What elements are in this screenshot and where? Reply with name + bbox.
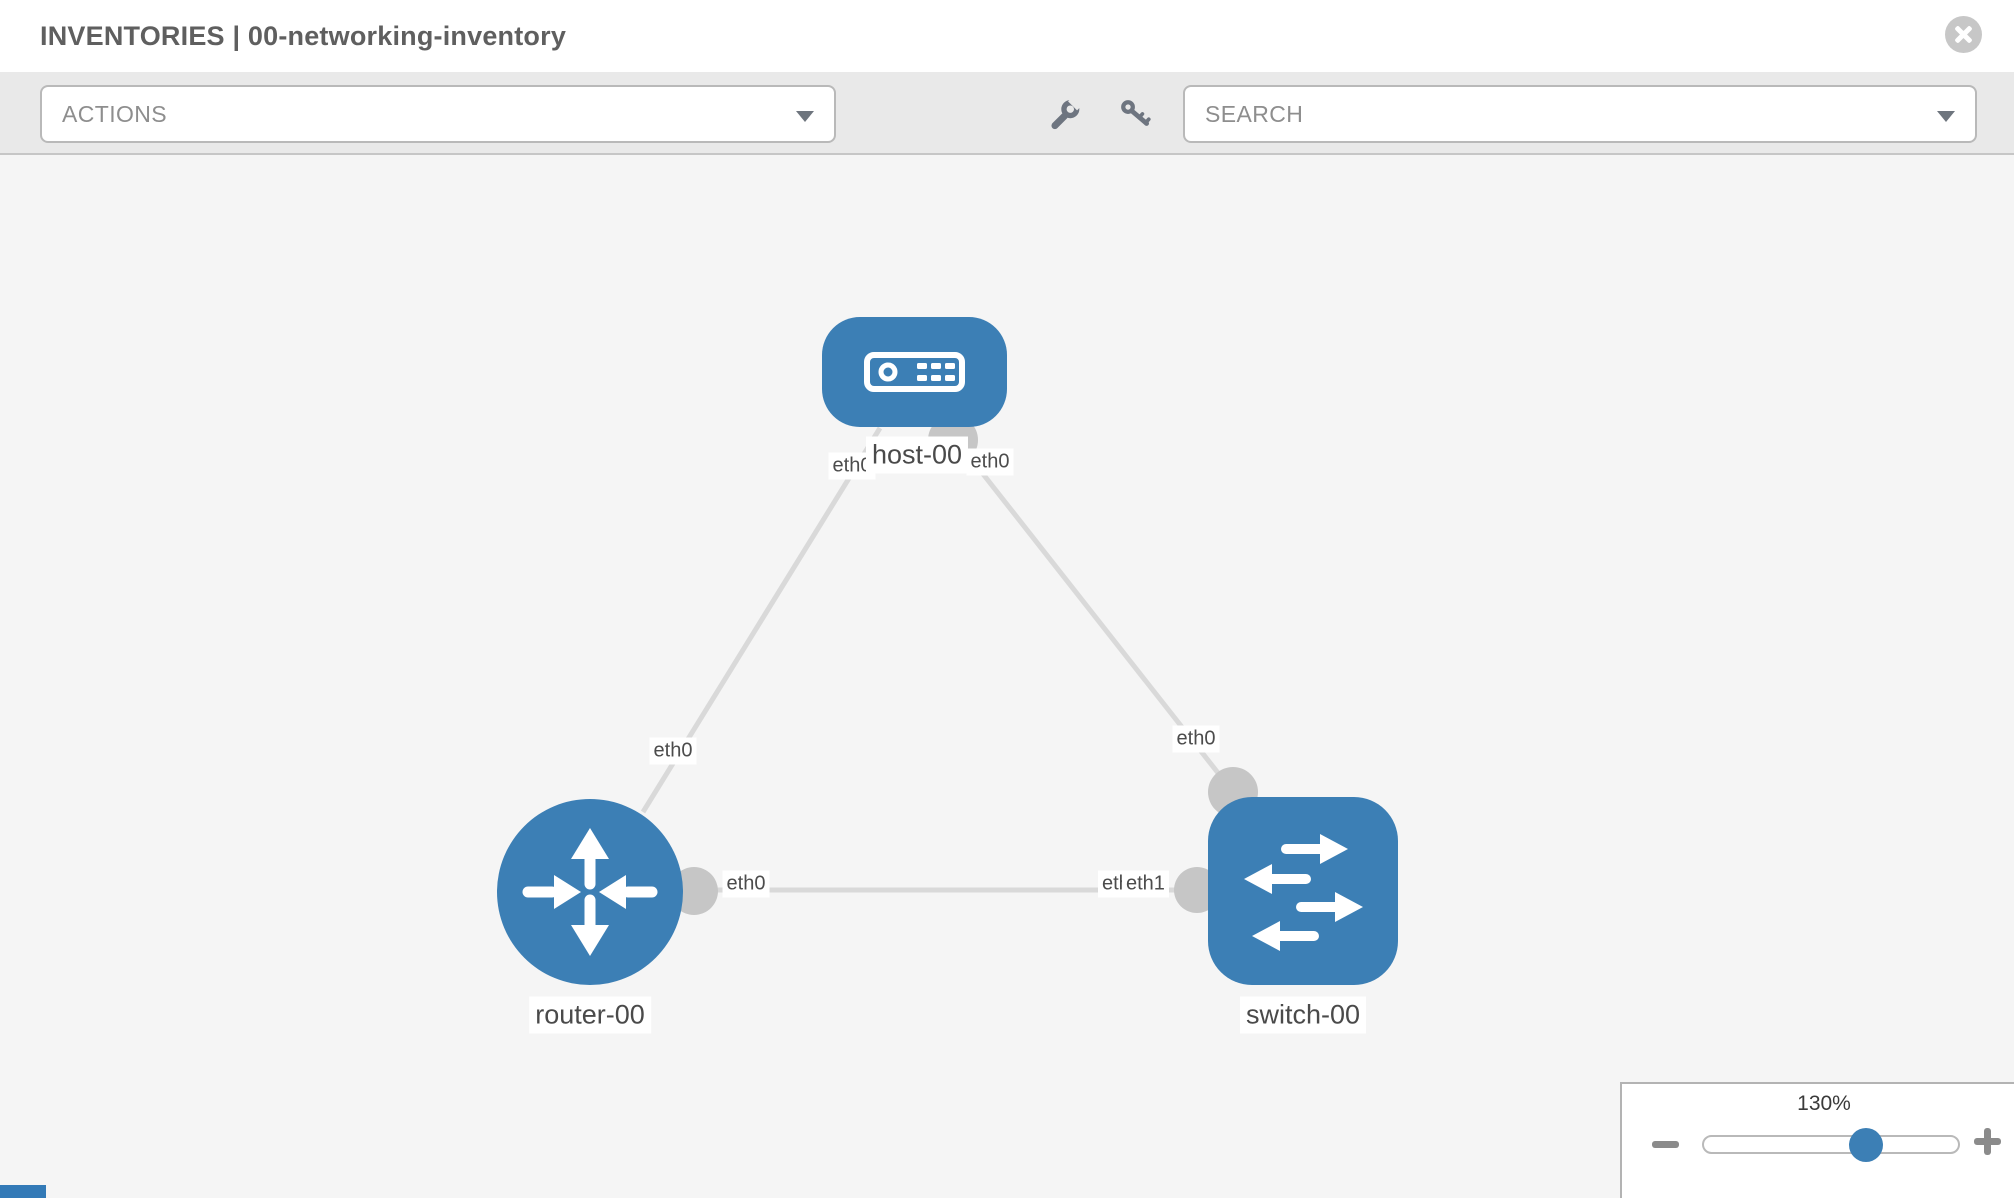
zoom-slider-handle[interactable] xyxy=(1849,1128,1883,1162)
zoom-slider[interactable] xyxy=(1702,1128,1960,1162)
plus-icon-bar xyxy=(1984,1128,1991,1155)
node-label-router[interactable]: router-00 xyxy=(529,996,651,1034)
router-icon xyxy=(522,828,658,956)
page-title: INVENTORIES | 00-networking-inventory xyxy=(40,21,567,51)
interface-label[interactable]: eth1 xyxy=(1122,870,1169,898)
topology-graph xyxy=(497,317,1398,985)
toolbar: ACTIONS SEARCH xyxy=(0,72,2014,155)
zoom-level-value: 130% xyxy=(1797,1092,1851,1115)
search-dropdown[interactable]: SEARCH xyxy=(1183,85,1977,143)
topology-canvas[interactable]: eth0 eth0 eth0 eth0 eth0 eth0 eth1 host-… xyxy=(0,155,2014,1198)
switch-icon xyxy=(1244,834,1363,951)
node-label-host[interactable]: host-00 xyxy=(865,436,969,474)
chevron-down-icon xyxy=(796,111,814,122)
node-switch-00[interactable] xyxy=(1208,797,1398,985)
actions-dropdown[interactable]: ACTIONS xyxy=(40,85,836,143)
interface-label[interactable]: eth0 xyxy=(1172,725,1220,753)
node-host-00[interactable] xyxy=(822,317,1007,427)
zoom-out-minus-icon[interactable] xyxy=(1652,1141,1679,1148)
node-router-00[interactable] xyxy=(497,799,683,985)
zoom-in-plus-icon[interactable] xyxy=(1974,1128,2001,1155)
interface-label[interactable]: eth0 xyxy=(966,448,1014,476)
chevron-down-icon xyxy=(1937,111,1955,122)
host-icon xyxy=(864,352,965,392)
close-icon[interactable] xyxy=(1945,16,1982,53)
search-dropdown-label: SEARCH xyxy=(1205,100,1304,127)
node-label-switch[interactable]: switch-00 xyxy=(1239,996,1367,1034)
interface-label[interactable]: eth0 xyxy=(649,737,697,765)
header: INVENTORIES | 00-networking-inventory xyxy=(0,0,2014,72)
zoom-panel: 130% xyxy=(1620,1082,2014,1198)
actions-dropdown-label: ACTIONS xyxy=(62,100,168,127)
interface-label[interactable]: eth0 xyxy=(722,870,770,898)
key-icon[interactable] xyxy=(1119,98,1153,132)
bottom-left-accent-strip xyxy=(0,1185,46,1198)
wrench-icon[interactable] xyxy=(1048,98,1082,132)
